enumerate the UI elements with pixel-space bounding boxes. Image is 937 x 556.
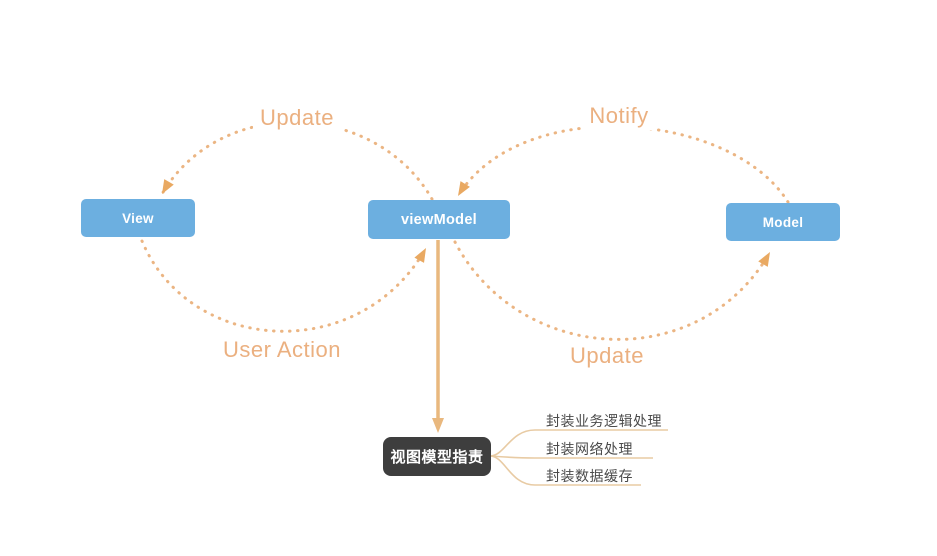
node-model[interactable]: Model (726, 203, 840, 241)
edge-label-user-action: User Action (216, 336, 348, 364)
node-view[interactable]: View (81, 199, 195, 237)
node-model-label: Model (762, 214, 804, 230)
notify-arc (456, 124, 790, 204)
update-bottom-arc (453, 240, 772, 341)
node-viewmodel-label: viewModel (400, 211, 478, 228)
responsibility-item-business-logic: 封装业务逻辑处理 (546, 413, 662, 429)
node-viewmodel[interactable]: viewModel (368, 200, 510, 239)
update-top-arc (160, 120, 434, 201)
update-bottom-arrowhead (758, 252, 770, 267)
responsibility-box-label: 视图模型指责 (390, 449, 484, 466)
edge-label-update-top: Update (253, 104, 341, 132)
responsibility-box[interactable]: 视图模型指责 (383, 437, 491, 476)
update-top-arrowhead (162, 179, 174, 194)
responsibility-item-data-cache: 封装数据缓存 (546, 468, 633, 484)
notify-arrowhead (458, 181, 470, 196)
responsibility-item-network: 封装网络处理 (546, 441, 633, 457)
viewmodel-responsibility-arrowhead (432, 418, 444, 433)
edge-label-notify: Notify (582, 102, 656, 130)
edge-label-update-bottom: Update (563, 342, 651, 370)
user-action-arc (140, 239, 428, 333)
node-view-label: View (122, 210, 154, 226)
user-action-arrowhead (414, 248, 426, 263)
